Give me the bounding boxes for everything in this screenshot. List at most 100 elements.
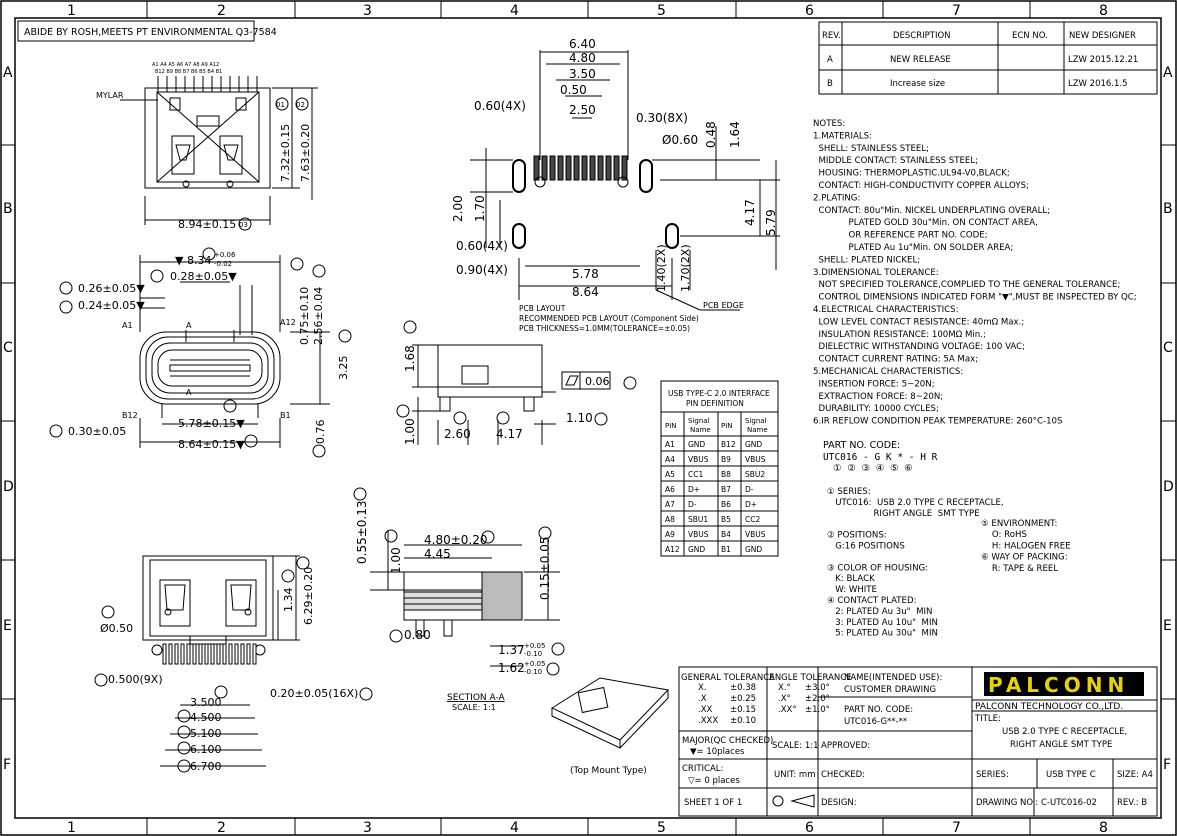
svg-text:APPROVED:: APPROVED: xyxy=(821,741,870,751)
svg-text:NEW RELEASE: NEW RELEASE xyxy=(890,55,951,65)
svg-text:0.60(4X): 0.60(4X) xyxy=(456,239,508,253)
frame-row-letter: C xyxy=(3,340,13,356)
svg-text:1.40(2X): 1.40(2X) xyxy=(655,244,668,292)
svg-text:CUSTOMER DRAWING: CUSTOMER DRAWING xyxy=(844,685,936,695)
svg-text:PALCONN TECHNOLOGY CO.,LTD.: PALCONN TECHNOLOGY CO.,LTD. xyxy=(975,702,1123,712)
part-code-line: ② POSITIONS: xyxy=(827,531,887,541)
pin-table-cell: A9 xyxy=(665,530,675,539)
title-block xyxy=(678,666,1158,817)
frame-row-letter: A xyxy=(1163,65,1173,81)
pin-table-cell: A5 xyxy=(665,470,675,479)
pin-table-cell: A8 xyxy=(665,515,675,524)
svg-text:RIGHT ANGLE SMT TYPE: RIGHT ANGLE SMT TYPE xyxy=(1010,740,1112,750)
svg-text:+0.06: +0.06 xyxy=(214,251,236,259)
front-mid-dim: 5.78±0.15▼ xyxy=(178,417,245,430)
frame-row-letter: F xyxy=(3,757,11,773)
part-code-line: O: RoHS xyxy=(981,530,1027,540)
frame-column-number: 6 xyxy=(805,3,814,19)
part-code-line: UTC016: USB 2.0 TYPE C RECEPTACLE, xyxy=(827,498,1004,508)
front-v4: 0.76 xyxy=(314,420,327,445)
pin-table-cell: B6 xyxy=(721,500,731,509)
pin-table-header: PIN xyxy=(721,422,733,430)
svg-text:0.15±0.05: 0.15±0.05 xyxy=(538,537,552,601)
front-dim-1: 0.26±0.05▼ xyxy=(78,282,145,295)
frame-row-letter: E xyxy=(1163,618,1172,634)
svg-text:PIN DEFINITION: PIN DEFINITION xyxy=(686,399,744,408)
svg-text:B1: B1 xyxy=(280,411,291,420)
svg-text:+0.05: +0.05 xyxy=(524,642,545,650)
ang-tol-key: X.° xyxy=(778,683,791,693)
frame-column-number: 6 xyxy=(805,820,814,836)
note-line: CONTROL DIMENSIONS INDICATED FORM "▼",MU… xyxy=(813,293,1137,303)
pin-table-cell: GND xyxy=(745,440,762,449)
svg-text:1.68: 1.68 xyxy=(403,345,417,372)
svg-text:4.500: 4.500 xyxy=(190,711,222,724)
front-dim-2: 0.24±0.05▼ xyxy=(78,299,145,312)
frame-column-number: 2 xyxy=(217,3,226,19)
note-line: 4.ELECTRICAL CHARACTERISTICS: xyxy=(813,305,958,315)
part-code-line: 5: PLATED Au 30u" MIN xyxy=(827,629,938,639)
note-line: DIELECTRIC WITHSTANDING VOLTAGE: 100 VAC… xyxy=(813,342,1025,352)
svg-text:▼= 10places: ▼= 10places xyxy=(690,747,745,757)
pin-table-cell: CC2 xyxy=(745,515,760,524)
pin-table-cell: D+ xyxy=(745,500,757,509)
pin-table-cell: CC1 xyxy=(688,470,703,479)
pcb-edge-label: PCB EDGE xyxy=(703,301,744,310)
svg-text:4.17: 4.17 xyxy=(496,427,523,441)
top-height-1: 7.32±0.15 xyxy=(279,124,292,182)
svg-text:MAJOR(QC CHECKED): MAJOR(QC CHECKED) xyxy=(682,736,773,746)
svg-text:-0.10: -0.10 xyxy=(524,650,542,658)
pin-table-cell: B8 xyxy=(721,470,731,479)
frame-column-number: 2 xyxy=(217,820,226,836)
bottom-view xyxy=(142,555,300,767)
svg-text:-0.10: -0.10 xyxy=(524,668,542,676)
bottom-hole-dim: Ø0.50 xyxy=(100,622,133,635)
svg-text:+0.05: +0.05 xyxy=(524,660,545,668)
revision-table xyxy=(818,21,1158,95)
frame-column-number: 5 xyxy=(657,3,666,19)
svg-text:0.80: 0.80 xyxy=(404,628,431,642)
svg-text:1.70(2X): 1.70(2X) xyxy=(679,244,692,292)
svg-text:1.00: 1.00 xyxy=(389,547,403,574)
part-code-line: R: TAPE & REEL xyxy=(981,564,1058,574)
part-code-line: RIGHT ANGLE SMT TYPE xyxy=(827,509,980,519)
front-left-dim: 0.30±0.05 xyxy=(68,425,126,438)
svg-text:LZW 2015.12.21: LZW 2015.12.21 xyxy=(1068,55,1138,65)
part-code-line: ④ CONTACT PLATED: xyxy=(827,596,917,606)
svg-text:0.90(4X): 0.90(4X) xyxy=(456,263,508,277)
frame-row-letter: B xyxy=(3,201,13,217)
bottom-h2: 6.29±0.20 xyxy=(302,567,315,625)
svg-text:1.10: 1.10 xyxy=(566,411,593,425)
front-bottom-dim: 8.64±0.15▼ xyxy=(178,438,245,451)
frame-column-number: 4 xyxy=(510,820,519,836)
note-line: LOW LEVEL CONTACT RESISTANCE: 40mΩ Max.; xyxy=(813,317,1024,327)
part-code-line: ⑤ ENVIRONMENT: xyxy=(981,519,1057,529)
svg-text:SCALE: 1:1: SCALE: 1:1 xyxy=(452,703,496,712)
frame-column-number: 8 xyxy=(1099,3,1108,19)
svg-text:DESIGN:: DESIGN: xyxy=(821,798,857,808)
gen-tol-val: ±0.25 xyxy=(730,694,756,704)
frame-row-letter: F xyxy=(1163,757,1171,773)
bottom-pin-labels: B12 B9 B8 B7 B6 B5 B4 B1 xyxy=(155,69,222,75)
note-line: 1.MATERIALS: xyxy=(813,131,872,141)
svg-text:PART NO. CODE:: PART NO. CODE: xyxy=(844,705,913,715)
svg-text:Increase size: Increase size xyxy=(890,79,945,89)
pin-table-cell: B12 xyxy=(721,440,736,449)
pin-table-cell: VBUS xyxy=(745,530,766,539)
svg-text:REV.: B: REV.: B xyxy=(1117,798,1147,808)
svg-text:PCB LAYOUT: PCB LAYOUT xyxy=(519,304,566,313)
note-line: HOUSING: THERMOPLASTIC.UL94-V0,BLACK; xyxy=(813,169,1010,179)
svg-text:0.55±0.13: 0.55±0.13 xyxy=(355,501,369,565)
gen-tol-key: .XX xyxy=(698,705,713,715)
svg-text:SHEET 1 OF 1: SHEET 1 OF 1 xyxy=(684,798,742,808)
svg-text:USB TYPE-C 2.0 INTERFACE: USB TYPE-C 2.0 INTERFACE xyxy=(668,389,770,398)
frame-row-letter: C xyxy=(1163,340,1173,356)
pin-table-cell: B9 xyxy=(721,455,731,464)
svg-text:1.00: 1.00 xyxy=(403,418,417,445)
frame-row-letter: E xyxy=(3,618,12,634)
note-line: CONTACT: 80u"Min. NICKEL UNDERPLATING OV… xyxy=(813,206,1050,216)
svg-text:▽= 0 places: ▽= 0 places xyxy=(688,776,740,786)
note-line: MIDDLE CONTACT: STAINLESS STEEL; xyxy=(813,156,978,166)
